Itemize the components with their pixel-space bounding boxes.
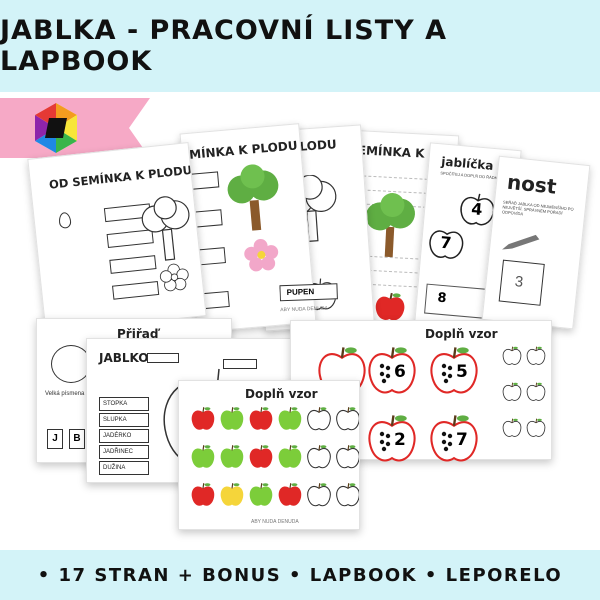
count-number: 7 [439,232,453,253]
apple-icon [364,412,420,471]
title-band: JABLKA - PRACOVNÍ LISTY A LAPBOOK [0,0,600,92]
pencil-icon [502,234,540,250]
word-box: DUŽINA [99,461,149,475]
pattern-number: 6 [394,362,406,382]
dot-cluster [440,430,454,457]
footer-text: • 17 STRAN + BONUS • LAPBOOK • LEPORELO [37,564,563,586]
apple-icon [247,481,275,514]
pattern-number: 7 [456,430,468,450]
prirad-note: Velká písmena [45,391,85,397]
word-box: SLUPKA [99,413,149,427]
sheet-seed-pupen: PUPEN ABY NUDA DENUDA [279,279,350,325]
pattern-number: 5 [456,362,468,382]
sheet-subtitle: SEŘAĎ JABLKA OD NEJMENŠÍHO PO NEJVĚTŠÍ. … [501,199,574,217]
hexagon-logo [35,103,77,153]
count-number: 8 [436,290,448,307]
order-number: 3 [513,273,524,291]
apple-icon [364,344,420,403]
sheet-seed-4: SEMÍNKA K PLODU [322,128,460,336]
product-title: JABLKA - PRACOVNÍ LISTY A LAPBOOK [0,15,447,77]
cloud-shape [51,345,91,383]
footer-band: • 17 STRAN + BONUS • LAPBOOK • LEPORELO [0,550,600,600]
letter-card: J [47,429,63,449]
sheet-vzor-front: Doplň vzor ABY NUDA DENUDA [178,380,360,530]
flower-icon [159,263,189,292]
tree-icon [227,164,279,231]
apple-icon [247,405,275,438]
apple-icon [426,344,482,403]
apple-icon [501,345,523,372]
dot-cluster [440,362,454,389]
brand-mark: ABY NUDA DENUDA [280,305,329,314]
brand-mark: ABY NUDA DENUDA [251,519,299,525]
apple-icon [276,481,304,514]
word-box: JADÉRKO [99,429,149,443]
word-box: JADŘINEC [99,445,149,459]
word-box: STOPKA [99,397,149,411]
dot-cluster [378,362,392,389]
sheet-ordering: nost SEŘAĎ JABLKA OD NEJMENŠÍHO PO NEJVĚ… [481,155,591,330]
sheet-title: JABLKO [99,351,149,365]
apple-icon [501,417,523,444]
sheet-title: Přiřaď [117,327,159,341]
apple-icon [247,443,275,476]
flower-icon [244,238,279,272]
apple-icon [525,381,547,408]
seed-icon [58,211,72,229]
sheet-title: Doplň vzor [245,387,318,401]
tree-icon [141,196,190,261]
sheet-seed-2: SEMÍNKA K PLODU [179,123,317,333]
sheet-title: Doplň vzor [425,327,498,341]
sheet-counting: jablíčka SPOČÍTEJ A DOPLŇ DO ŘÁDKU 4 7 8 [414,142,522,330]
apple-icon [334,405,359,438]
apple-icon [189,481,217,514]
apple-icon [189,443,217,476]
apple-icon [276,443,304,476]
apple-icon [375,292,405,321]
pupen-box: PUPEN [279,283,338,302]
apple-icon [218,443,246,476]
apple-icon [525,345,547,372]
sheet-title: SEMÍNKA K PLODU [179,138,299,164]
pattern-number: 2 [394,430,406,450]
apple-icon [276,405,304,438]
sheet-title: OD SEMÍNKA K PLODU [48,162,193,192]
sheet-title: nost [505,169,558,199]
letter-card: B [69,429,85,449]
sheet-seed-1: OD SEMÍNKA K PLODU [27,142,207,333]
apple-icon [305,405,333,438]
apple-icon [334,481,359,514]
apple-icon [525,417,547,444]
apple-icon [501,381,523,408]
apple-icon [426,412,482,471]
apple-icon [334,443,359,476]
apple-icon [189,405,217,438]
count-number: 4 [470,199,484,220]
apple-icon [305,481,333,514]
apple-icon [460,193,495,226]
dot-cluster [378,430,392,457]
apple-icon [218,405,246,438]
apple-icon [305,443,333,476]
apple-icon [429,230,464,259]
tree-icon [365,193,415,258]
apple-icon [218,481,246,514]
